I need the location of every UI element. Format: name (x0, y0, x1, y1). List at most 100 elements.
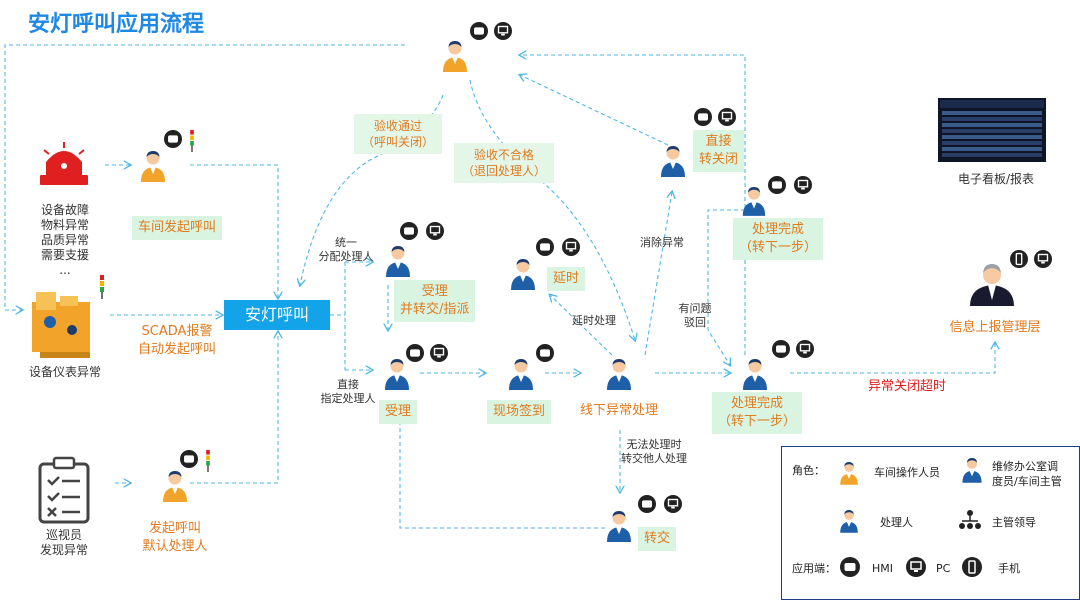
accept-pass-box: 验收通过 （呼叫关闭） (354, 114, 443, 154)
hmi-legend-icon (840, 557, 860, 577)
scada-line: SCADA报警 (141, 324, 213, 339)
handler-icon (607, 359, 631, 390)
default-call-line: 发起呼叫 (148, 521, 201, 536)
handler-legend-icon (840, 510, 858, 533)
dashboard-row (942, 147, 1042, 151)
hmi-icon (470, 22, 488, 40)
device-issue-item: 需要支援 (40, 248, 89, 262)
maintenance-icon (742, 187, 766, 216)
legend-leader: 主管领导 (992, 516, 1036, 529)
accept-fail-line: 验收不合格 (474, 148, 535, 162)
legend-maintenance: 维修办公室调 度员/车间主管 (992, 459, 1062, 489)
pc-icon (1034, 250, 1052, 268)
handler-icon (509, 359, 533, 390)
industrial-robot-icon (32, 275, 104, 358)
hmi-icon (536, 344, 554, 362)
accept-fail-line: （退回处理人） (462, 164, 547, 178)
default-call-line: 默认处理人 (142, 539, 208, 554)
transfer-box: 转交 (638, 527, 677, 551)
hmi-icon (638, 495, 656, 513)
hmi-icon (400, 222, 418, 240)
legend-roles-label: 角色： (792, 464, 825, 477)
handler-icon (607, 511, 631, 542)
dispatcher-icon (386, 246, 410, 277)
legend-workshop-operator: 车间操作人员 (874, 466, 940, 479)
pc-icon (796, 340, 814, 358)
device-issue-item: 品质异常 (40, 233, 89, 247)
hmi-icon (768, 176, 786, 194)
unified-line: 分配处理人 (318, 250, 374, 263)
accept-transfer-line: 并转交/指派 (400, 302, 470, 317)
handler-icon (511, 259, 535, 290)
delay-box: 延时 (547, 267, 586, 291)
direct-assign-label: 直接 指定处理人 (318, 378, 378, 406)
andon-call-node-bg (224, 300, 330, 330)
maintenance-legend-icon (962, 458, 982, 483)
hmi-icon (180, 450, 198, 468)
direct-close-box: 直接 转关闭 (693, 130, 745, 172)
hmi-icon (164, 130, 182, 148)
onsite-signin-box: 现场签到 (487, 400, 552, 424)
andon-call-node[interactable]: 安灯呼叫 (244, 305, 309, 324)
pc-icon (562, 238, 580, 256)
clipboard-icon (38, 456, 90, 524)
inspector-line: 发现异常 (39, 543, 88, 557)
inspector-label: 巡视员 发现异常 (30, 528, 98, 558)
manager-icon (970, 264, 1014, 306)
device-issue-item: 设备故障 (40, 203, 89, 217)
dashboard-screen (938, 98, 1046, 162)
accept-transfer-line: 受理 (421, 284, 448, 299)
pc-icon (426, 222, 444, 240)
alarm-siren-icon (40, 142, 88, 185)
direct-close-line: 直接 (705, 134, 732, 149)
hmi-icon (536, 238, 554, 256)
device-issue-list: 设备故障 物料异常 品质异常 需要支援 ... (30, 203, 100, 278)
accept-box: 受理 (379, 400, 418, 424)
signal-light-icon (206, 450, 210, 472)
hmi-icon (772, 340, 790, 358)
complete-top-line: 处理完成 (752, 222, 805, 237)
dashboard-label: 电子看板/报表 (957, 172, 1035, 186)
complete-bottom-line: （转下一步） (718, 414, 797, 429)
phone-legend-icon (962, 557, 982, 577)
dashboard-row (942, 135, 1042, 139)
signal-light-icon (190, 130, 194, 152)
phone-icon (1010, 250, 1028, 268)
operator-legend-icon (840, 462, 858, 485)
legend-terminals-label: 应用端： (792, 562, 836, 575)
scada-label: SCADA报警 自动发起呼叫 (128, 323, 226, 359)
hmi-icon (694, 108, 712, 126)
delay-handle-label: 延时处理 (572, 314, 616, 327)
problem-reject-label: 有问题 驳回 (672, 302, 718, 330)
dashboard-row (942, 141, 1042, 145)
direct-assign-line: 直接 (337, 378, 359, 391)
problem-reject-line: 有问题 (678, 302, 712, 315)
page-title: 安灯呼叫应用流程 (28, 12, 205, 37)
pc-icon (430, 344, 448, 362)
pc-icon (718, 108, 736, 126)
device-meter-label: 设备仪表异常 (28, 365, 101, 379)
accept-pass-line: 验收通过 (374, 119, 423, 133)
handler-icon (385, 359, 409, 390)
accept-fail-box: 验收不合格 （退回处理人） (454, 143, 555, 183)
handler-icon (743, 359, 767, 390)
accept-transfer-box: 受理 并转交/指派 (394, 280, 476, 322)
unified-line: 统一 (335, 236, 357, 249)
top-operator-icon (443, 41, 467, 72)
cannot-handle-line: 无法处理时 (626, 438, 682, 451)
dashboard-row (942, 123, 1042, 127)
workshop-call-box: 车间发起呼叫 (132, 216, 223, 240)
hmi-icon (406, 344, 424, 362)
complete-bottom-line: 处理完成 (731, 396, 784, 411)
report-mgmt-label: 信息上报管理层 (949, 320, 1041, 335)
default-call-label: 发起呼叫 默认处理人 (136, 520, 214, 556)
handler-icon (661, 146, 685, 177)
legend-panel: 角色： 车间操作人员 维修办公室调 度员/车间主管 处理人 主管领导 应用端： … (781, 446, 1080, 600)
legend-maintenance-line: 度员/车间主管 (992, 475, 1062, 488)
complete-top-line: （转下一步） (739, 240, 818, 255)
dashboard-row (942, 153, 1042, 157)
complete-bottom-box: 处理完成 （转下一步） (712, 392, 803, 434)
legend-hmi: HMI (872, 562, 894, 575)
cannot-handle-line: 转交他人处理 (621, 452, 687, 465)
dashboard-row (942, 129, 1042, 133)
